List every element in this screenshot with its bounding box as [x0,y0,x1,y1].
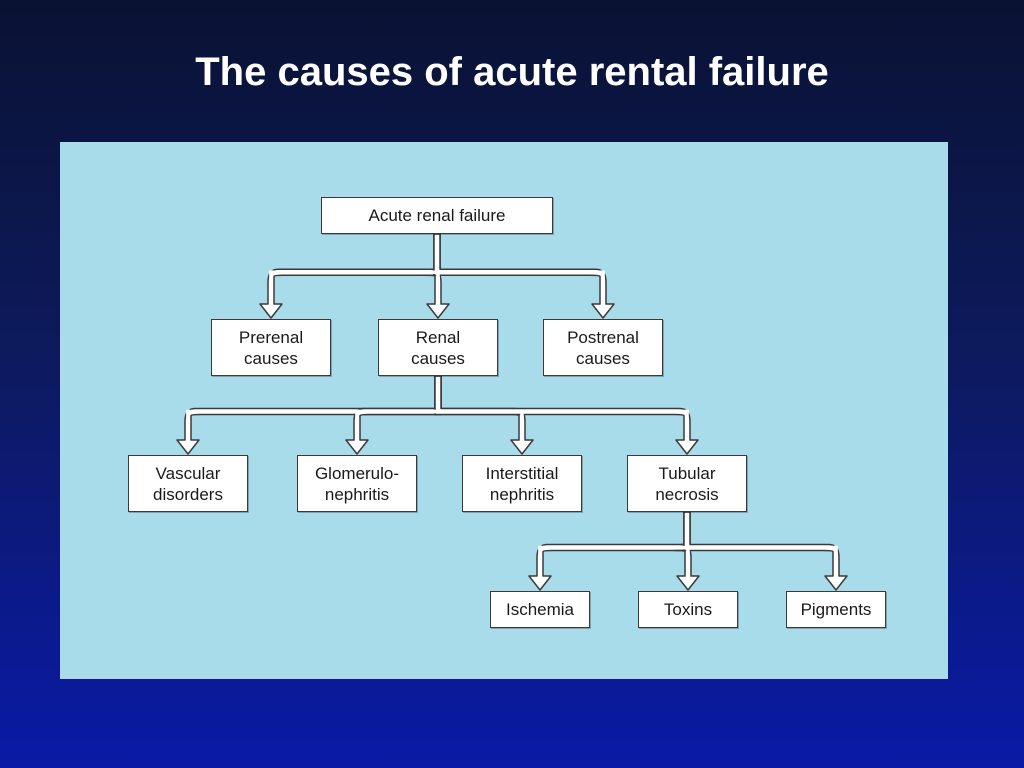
node-pigments: Pigments [786,591,886,628]
node-toxins: Toxins [638,591,738,628]
node-postrenal-causes: Postrenal causes [543,319,663,376]
node-renal-causes: Renal causes [378,319,498,376]
node-vascular-disorders: Vascular disorders [128,455,248,512]
slide-title: The causes of acute rental failure [195,50,829,94]
node-glomerulonephritis: Glomerulo- nephritis [297,455,417,512]
node-acute-renal-failure: Acute renal failure [321,197,553,234]
node-tubular-necrosis: Tubular necrosis [627,455,747,512]
node-interstitial-nephritis: Interstitial nephritis [462,455,582,512]
node-prerenal-causes: Prerenal causes [211,319,331,376]
node-ischemia: Ischemia [490,591,590,628]
